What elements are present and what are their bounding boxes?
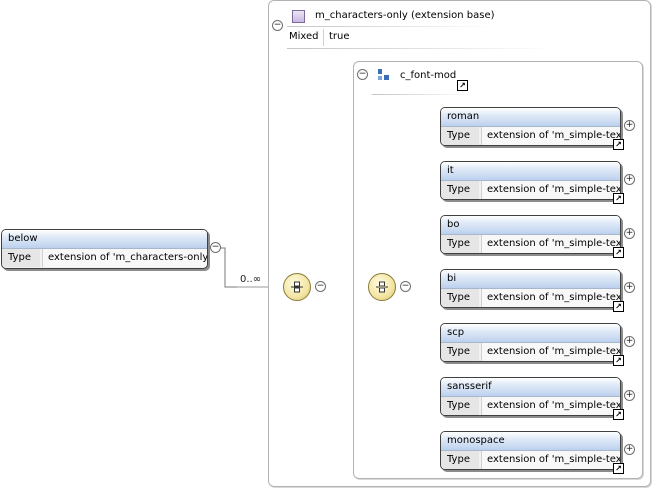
choice-symbol-icon <box>376 281 388 293</box>
mixed-attr-separator <box>323 29 324 46</box>
child-type-value: extension of 'm_simple-text' <box>481 451 620 469</box>
extension-base-type-icon <box>292 10 305 23</box>
roman-link-icon[interactable]: ↗ <box>613 139 624 150</box>
child-type-key: Type <box>441 127 479 145</box>
group-title-divider <box>372 94 472 95</box>
sansserif-expand-icon[interactable]: + <box>624 390 635 401</box>
group-collapse-icon[interactable]: − <box>357 69 368 80</box>
bo-link-icon[interactable]: ↗ <box>613 247 624 258</box>
root-type-row: Type extension of 'm_characters-only' <box>2 249 207 267</box>
child-type-value: extension of 'm_simple-text' <box>481 181 620 199</box>
child-type-key: Type <box>441 451 479 469</box>
child-type-key: Type <box>441 343 479 361</box>
child-element-name: bi <box>441 270 620 289</box>
child-type-key: Type <box>441 181 479 199</box>
bi-link-icon[interactable]: ↗ <box>613 301 624 312</box>
root-type-key: Type <box>2 249 40 267</box>
child-element-name: scp <box>441 324 620 343</box>
child-type-value: extension of 'm_simple-text' <box>481 127 620 145</box>
it-expand-icon[interactable]: + <box>624 174 635 185</box>
child-element-name: it <box>441 162 620 181</box>
extension-base-collapse-icon[interactable]: − <box>272 20 283 31</box>
root-element-box[interactable]: below Type extension of 'm_characters-on… <box>1 229 208 269</box>
root-collapse-icon[interactable]: − <box>210 242 221 253</box>
cardinality-label: 0..∞ <box>240 274 262 285</box>
sequence-symbol-icon <box>291 281 303 293</box>
scp-link-icon[interactable]: ↗ <box>613 355 624 366</box>
sansserif-link-icon[interactable]: ↗ <box>613 409 624 420</box>
child-element-name: monospace <box>441 432 620 451</box>
roman-expand-icon[interactable]: + <box>624 120 635 131</box>
child-element-name: roman <box>441 108 620 127</box>
child-element-name: sansserif <box>441 378 620 397</box>
child-type-value: extension of 'm_simple-text' <box>481 289 620 307</box>
extension-base-title: m_characters-only (extension base) <box>315 10 495 21</box>
mixed-attr-key: Mixed <box>289 31 319 42</box>
bi-expand-icon[interactable]: + <box>624 282 635 293</box>
child-type-key: Type <box>441 289 479 307</box>
sequence-collapse-icon[interactable]: − <box>315 281 326 292</box>
child-type-value: extension of 'm_simple-text' <box>481 397 620 415</box>
child-type-key: Type <box>441 235 479 253</box>
mixed-attr-divider <box>287 48 557 49</box>
extension-base-title-divider <box>287 26 497 27</box>
sequence-compositor-icon[interactable] <box>283 273 311 301</box>
group-name: c_font-mod <box>400 70 457 81</box>
child-type-key: Type <box>441 397 479 415</box>
root-type-value: extension of 'm_characters-only' <box>42 249 207 267</box>
mixed-attr-value: true <box>329 31 350 42</box>
group-link-icon[interactable]: ↗ <box>457 80 468 91</box>
scp-expand-icon[interactable]: + <box>624 336 635 347</box>
group-type-icon <box>378 69 389 80</box>
mixed-attr-row: Mixed <box>289 31 319 42</box>
monospace-link-icon[interactable]: ↗ <box>613 463 624 474</box>
bo-expand-icon[interactable]: + <box>624 228 635 239</box>
child-type-value: extension of 'm_simple-text' <box>481 235 620 253</box>
root-element-name: below <box>2 230 207 249</box>
child-type-value: extension of 'm_simple-text' <box>481 343 620 361</box>
choice-compositor-icon[interactable] <box>368 273 396 301</box>
choice-collapse-icon[interactable]: − <box>400 281 411 292</box>
it-link-icon[interactable]: ↗ <box>613 193 624 204</box>
child-element-name: bo <box>441 216 620 235</box>
monospace-expand-icon[interactable]: + <box>624 444 635 455</box>
